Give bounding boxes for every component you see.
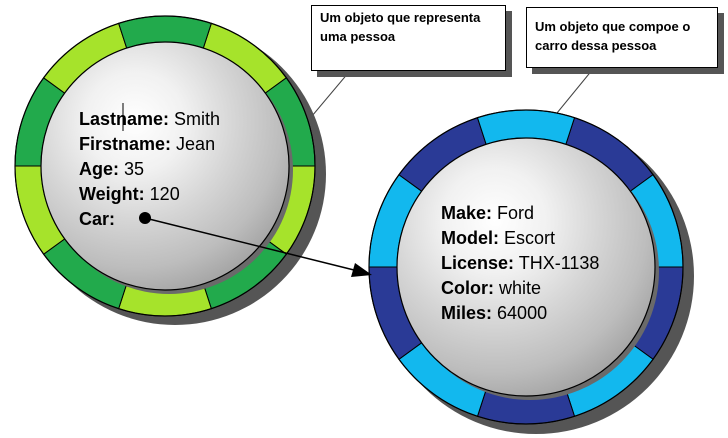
person-object: Lastname: Smith Firstname: Jean Age: 35 … [14, 15, 326, 325]
person-field-age: Age: 35 [79, 159, 144, 179]
car-sphere [396, 137, 656, 397]
person-field-weight: Weight: 120 [79, 184, 180, 204]
callout-car: Um objeto que compoe o carro dessa pesso… [526, 7, 718, 68]
car-field-license: License: THX-1138 [441, 253, 599, 273]
car-field-model: Model: Escort [441, 228, 555, 248]
person-field-firstname: Firstname: Jean [79, 134, 215, 154]
person-ring-outline [14, 15, 316, 317]
callout-person-connector [311, 71, 350, 117]
car-field-color: Color: white [441, 278, 541, 298]
callout-car-text: Um objeto que compoe o carro dessa pesso… [535, 19, 691, 53]
person-field-lastname: Lastname: Smith [79, 109, 220, 129]
reference-arrow [144, 217, 355, 271]
person-field-car: Car: [79, 209, 115, 229]
arrowhead-icon [351, 263, 372, 277]
car-object: Make: Ford Model: Escort License: THX-11… [368, 109, 694, 434]
callout-car-connector [556, 68, 594, 114]
callout-person-text: Um objeto que representa uma pessoa [320, 10, 481, 44]
car-field-make: Make: Ford [441, 203, 534, 223]
callout-person: Um objeto que representa uma pessoa [311, 5, 506, 71]
car-field-miles: Miles: 64000 [441, 303, 547, 323]
car-ring-outline [368, 109, 684, 425]
person-sphere [40, 41, 290, 291]
car-ring [368, 109, 684, 425]
